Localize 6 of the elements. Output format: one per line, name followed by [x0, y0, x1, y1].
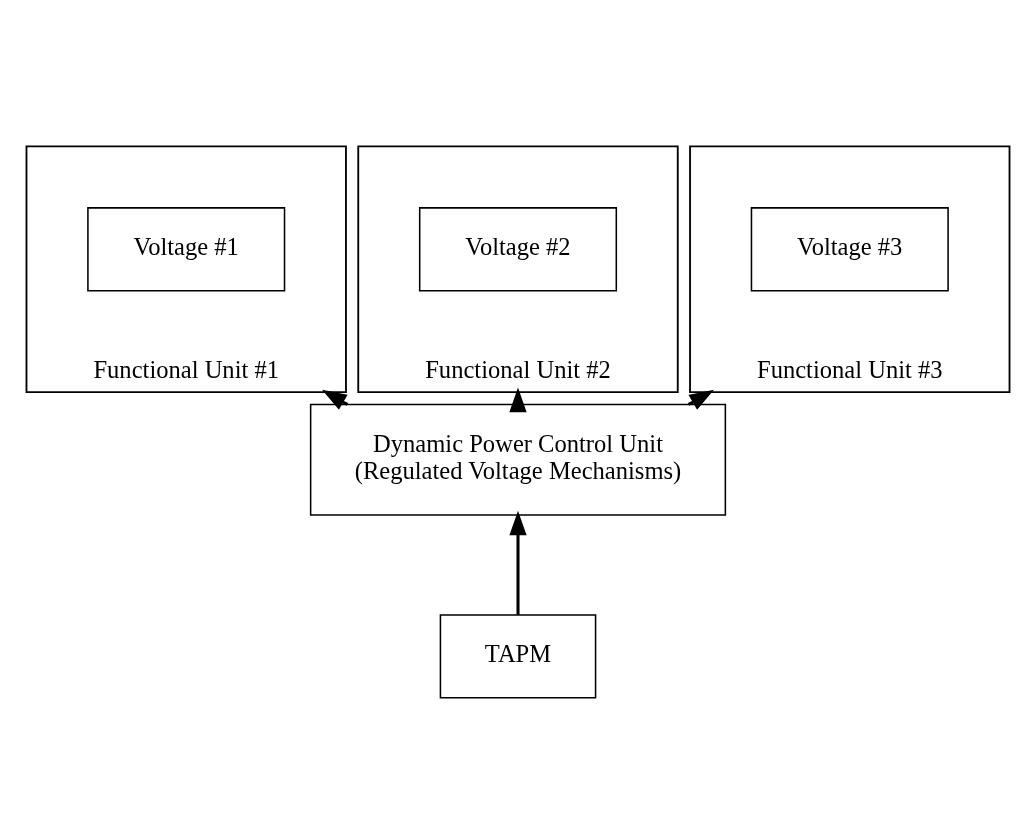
node-box: TAPM	[439, 614, 597, 699]
node-box: Voltage #2	[418, 207, 618, 292]
arrow	[509, 510, 527, 615]
arrow	[509, 387, 527, 413]
node-box: Voltage #3	[750, 207, 949, 292]
node-box: Voltage #1	[87, 207, 286, 292]
